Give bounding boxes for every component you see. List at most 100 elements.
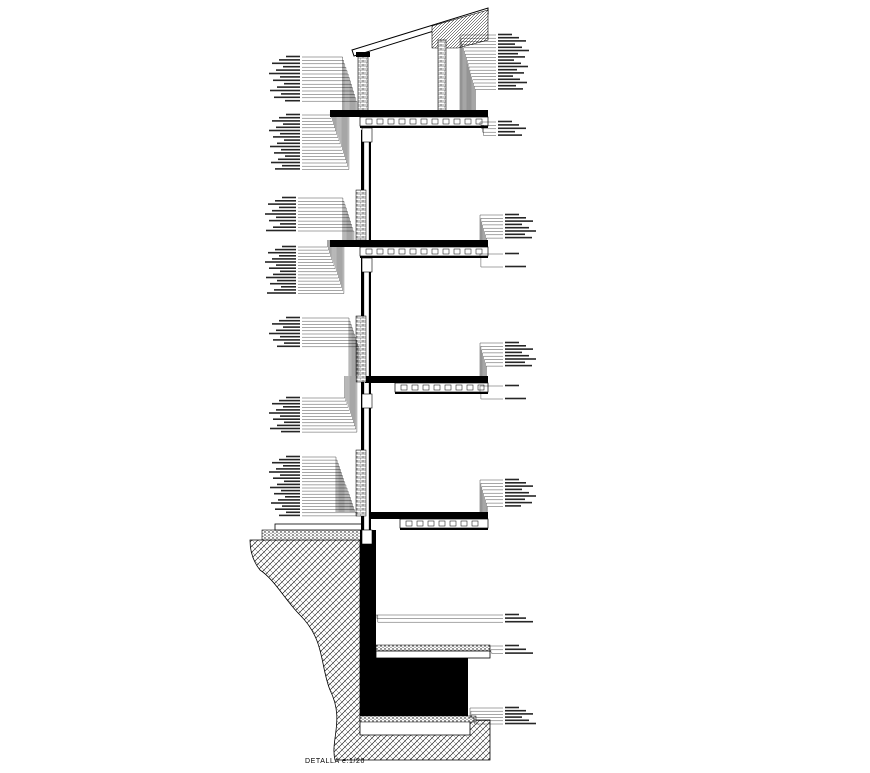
annotation-label-bar: [505, 358, 536, 360]
annotation-label-bar: [280, 223, 296, 225]
annotation-label-bar: [498, 40, 526, 42]
roof-insulation: [431, 9, 489, 49]
slab-void-block: [431, 248, 439, 255]
slab-void-block: [398, 248, 406, 255]
slab-void-block: [455, 384, 463, 391]
window-head-0: [361, 127, 373, 143]
annotation-label-bar: [498, 130, 515, 133]
annotation-label-bar: [277, 142, 300, 145]
slab-void-block: [387, 248, 395, 255]
annotation-label-bar: [273, 136, 300, 138]
slab-void-block: [376, 248, 384, 255]
annotation-label-bar: [272, 62, 300, 65]
annotation-label-bar: [279, 116, 300, 119]
annotation-label-bar: [277, 86, 300, 88]
annotation-label-bar: [276, 468, 300, 470]
annotation-label-bar: [505, 482, 526, 484]
footing-base: [359, 715, 477, 723]
basement-floor-slab: [375, 650, 491, 659]
annotation-label-bar: [505, 706, 519, 709]
annotation-label-bar: [269, 267, 296, 269]
annotation-label-bar: [505, 265, 526, 268]
annotation-label-bar: [505, 397, 526, 400]
slab-ceiling-2: [395, 392, 488, 394]
annotation-label-bar: [265, 213, 296, 215]
slab-top-0: [330, 110, 488, 117]
annotation-label-bar: [498, 72, 524, 74]
slab-void-block: [475, 118, 483, 125]
annotation-label-bar: [505, 252, 519, 255]
annotation-label-bar: [269, 219, 296, 222]
slab-ceiling-1: [360, 256, 488, 258]
annotation-label-bar: [283, 123, 300, 125]
floor-slabs: [330, 110, 489, 545]
slab-void-block: [405, 520, 413, 527]
slab-void-block: [438, 520, 446, 527]
slab-void-block: [449, 520, 457, 527]
annotation-label-bar: [505, 485, 533, 487]
annotation-label-bar: [505, 648, 526, 651]
annotation-label-bar: [268, 251, 296, 254]
annotation-label-bar: [498, 43, 515, 45]
wall-piece-1: [355, 189, 367, 241]
annotation-label-bar: [273, 339, 300, 341]
annotation-label-bar: [275, 508, 300, 510]
annotation-label-bar: [505, 478, 519, 481]
annotation-label-bar: [285, 155, 300, 157]
annotation-label-bar: [272, 209, 296, 212]
slab-void-block: [398, 118, 406, 125]
annotation-label-bar: [274, 96, 300, 99]
annotation-label-bar: [505, 501, 532, 504]
annotation-label-bar: [505, 620, 533, 623]
annotation-label-bar: [279, 206, 296, 209]
slab-void-block: [400, 384, 408, 391]
annotation-label-bar: [270, 145, 300, 148]
annotation-label-bar: [286, 396, 300, 399]
annotation-label-bar: [278, 499, 300, 501]
annotation-label-bar: [265, 261, 296, 263]
slab-void-block: [420, 248, 428, 255]
annotation-label-bar: [285, 496, 300, 498]
annotation-label-bar: [286, 455, 300, 458]
annotation-label-bar: [270, 427, 300, 430]
annotation-label-bar: [498, 33, 512, 36]
annotation-label-bar: [498, 65, 528, 68]
annotation-label-bar: [505, 223, 522, 226]
annotation-label-bar: [286, 316, 300, 319]
annotation-label-bar: [498, 81, 527, 84]
annotation-label-bar: [280, 270, 296, 273]
annotation-label-bar: [270, 282, 296, 285]
annotation-label-bar: [274, 289, 296, 291]
slab-void-block: [433, 384, 441, 391]
slab-void-block: [409, 118, 417, 125]
annotation-label-bar: [280, 415, 300, 417]
annotation-label-bar: [279, 319, 300, 322]
slab-void-block: [444, 384, 452, 391]
soil-mass: [249, 539, 491, 761]
annotation-label-bar: [505, 613, 519, 616]
annotation-label-bar: [505, 716, 522, 718]
annotation-label-bar: [281, 93, 300, 95]
slab-joist-band-2: [394, 382, 489, 393]
annotation-label-bar: [505, 709, 526, 712]
slab-top-3: [370, 512, 488, 519]
annotation-label-bar: [277, 279, 296, 282]
annotation-label-bar: [505, 719, 529, 722]
annotation-label-bar: [284, 82, 300, 85]
annotation-label-bar: [505, 495, 536, 497]
slab-void-block: [453, 248, 461, 255]
slab-void-block: [442, 248, 450, 255]
annotation-label-bar: [283, 65, 300, 68]
ground-slab: [274, 523, 366, 531]
annotation-label-bar: [505, 348, 533, 350]
roof-wall-left: [357, 55, 369, 113]
annotation-label-bar: [505, 713, 533, 715]
annotation-label-bar: [266, 276, 296, 279]
annotation-label-bar: [284, 421, 300, 424]
annotation-label-bar: [505, 617, 526, 619]
gravel-base: [261, 529, 363, 541]
annotation-label-bar: [505, 217, 526, 219]
annotation-label-bar: [273, 477, 300, 479]
annotation-label-bar: [283, 465, 300, 467]
annotation-label-bar: [498, 49, 529, 52]
